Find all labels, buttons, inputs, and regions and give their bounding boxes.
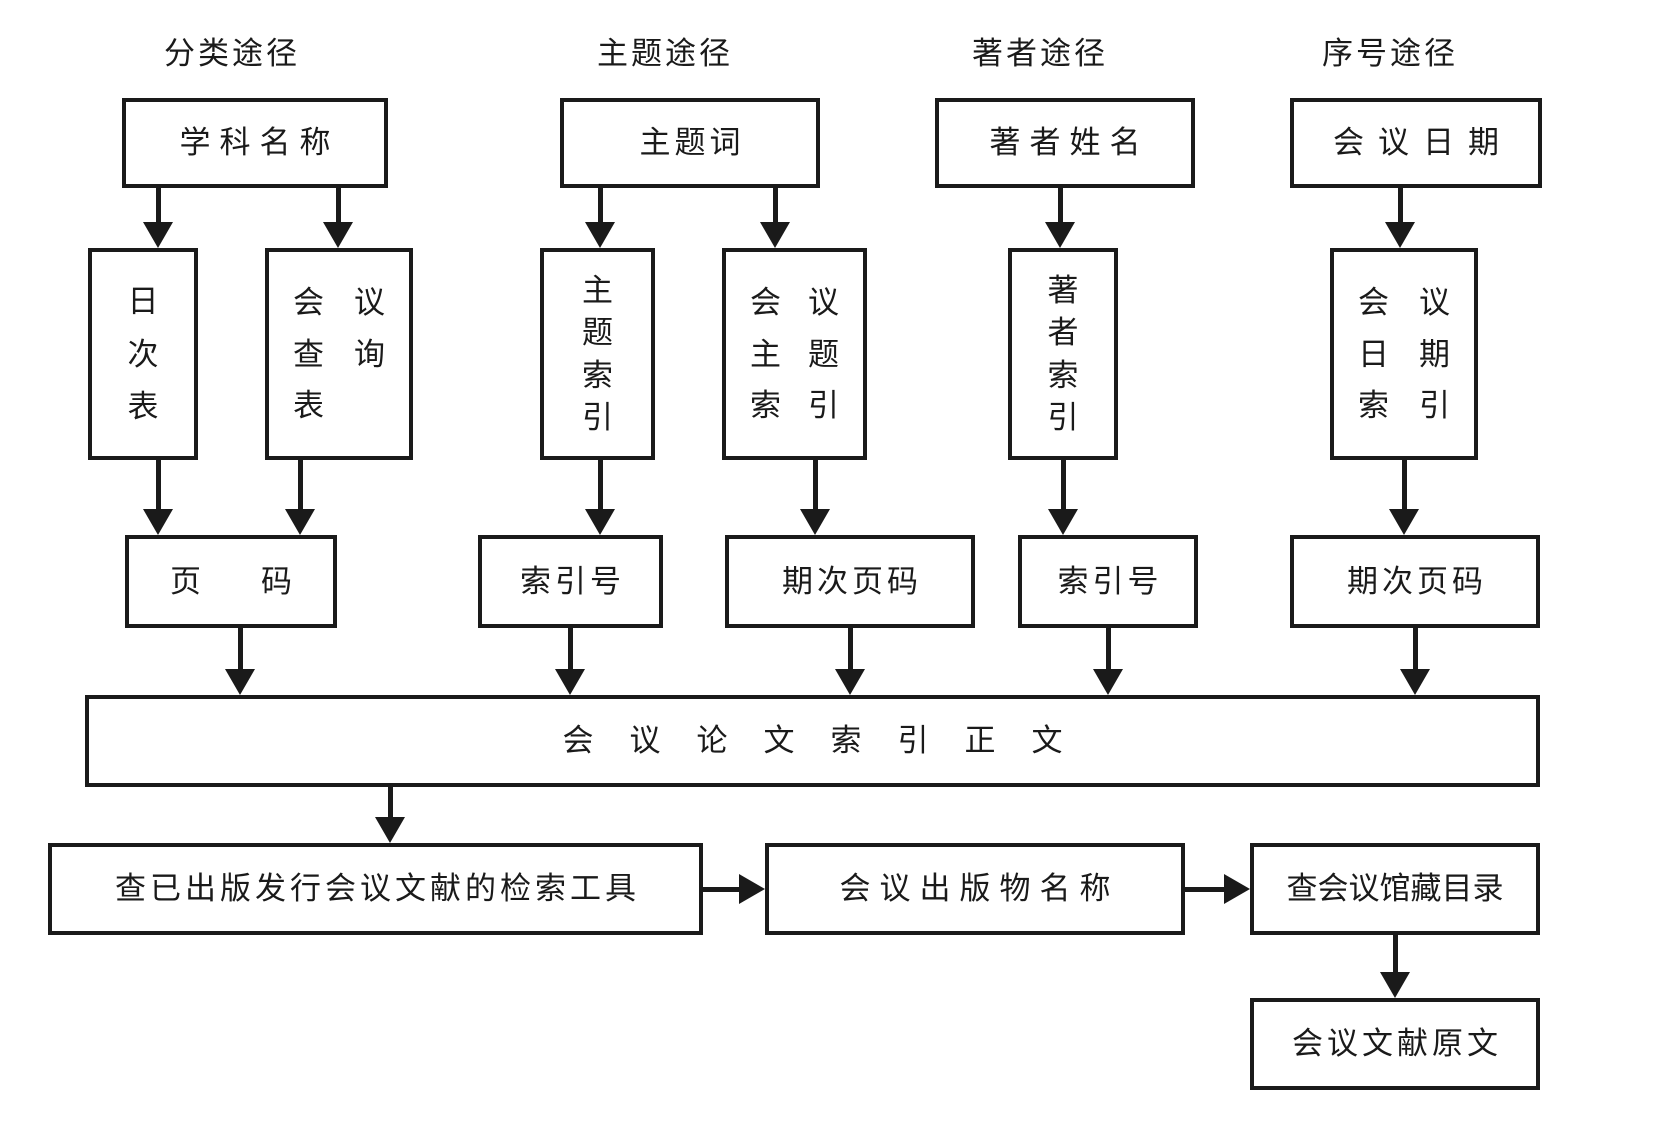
node-conference-date-index: 会议日期索引 xyxy=(1330,248,1478,460)
arrow-down-icon xyxy=(143,460,173,535)
node-conference-subject-index: 会议主题索引 xyxy=(722,248,867,460)
header-serial-path: 序号途径 xyxy=(1322,36,1458,71)
arrow-right-icon xyxy=(1185,874,1250,904)
node-issue-page-number-2: 期次页码 xyxy=(1290,535,1540,628)
arrow-down-icon xyxy=(1093,628,1123,695)
header-classification-path: 分类途径 xyxy=(164,36,300,71)
node-search-tools: 查已出版发行会议文献的检索工具 xyxy=(48,843,703,935)
node-page-number: 页码 xyxy=(125,535,337,628)
header-subject-path: 主题途径 xyxy=(597,36,733,71)
arrow-down-icon xyxy=(375,787,405,843)
arrow-down-icon xyxy=(225,628,255,695)
arrow-down-icon xyxy=(585,188,615,248)
node-author-name: 著者姓名 xyxy=(935,98,1195,188)
node-discipline-name: 学科名称 xyxy=(122,98,388,188)
node-publication-name: 会议出版物名称 xyxy=(765,843,1185,935)
arrow-down-icon xyxy=(1385,188,1415,248)
node-issue-page-number-1: 期次页码 xyxy=(725,535,975,628)
node-index-body: 会议论文索引正文 xyxy=(85,695,1540,787)
arrow-down-icon xyxy=(1380,935,1410,998)
arrow-down-icon xyxy=(800,460,830,535)
arrow-down-icon xyxy=(555,628,585,695)
node-library-catalog: 查会议馆藏目录 xyxy=(1250,843,1540,935)
node-subject-term: 主题词 xyxy=(560,98,820,188)
node-index-number-1: 索引号 xyxy=(478,535,663,628)
node-author-index: 著者索引 xyxy=(1008,248,1118,460)
node-subject-index: 主题索引 xyxy=(540,248,655,460)
arrow-down-icon xyxy=(1400,628,1430,695)
arrow-down-icon xyxy=(835,628,865,695)
node-conference-lookup-table: 会议查询表 xyxy=(265,248,413,460)
arrow-down-icon xyxy=(585,460,615,535)
arrow-right-icon xyxy=(703,874,765,904)
arrow-down-icon xyxy=(1045,188,1075,248)
node-index-number-2: 索引号 xyxy=(1018,535,1198,628)
arrow-down-icon xyxy=(143,188,173,248)
arrow-down-icon xyxy=(323,188,353,248)
arrow-down-icon xyxy=(1389,460,1419,535)
arrow-down-icon xyxy=(760,188,790,248)
node-conference-date: 会议日期 xyxy=(1290,98,1542,188)
arrow-down-icon xyxy=(1048,460,1078,535)
arrow-down-icon xyxy=(285,460,315,535)
node-daily-schedule-table: 日次表 xyxy=(88,248,198,460)
header-author-path: 著者途径 xyxy=(972,36,1108,71)
node-original-document: 会议文献原文 xyxy=(1250,998,1540,1090)
